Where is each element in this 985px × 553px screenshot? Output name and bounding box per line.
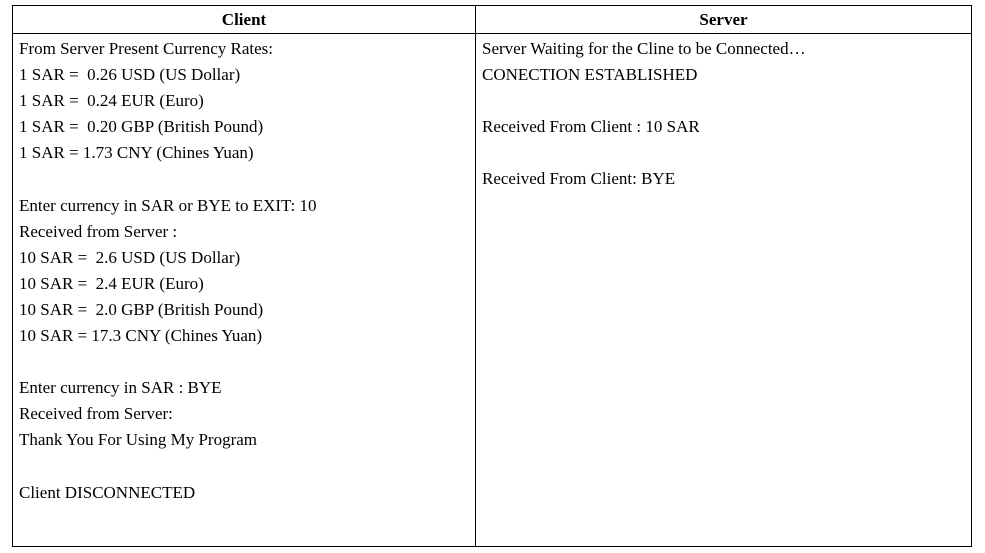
server-line: Server Waiting for the Cline to be Conne… — [482, 39, 806, 58]
server-header: Server — [475, 5, 972, 34]
server-line: Received From Client: BYE — [482, 169, 676, 189]
client-line: 1 SAR = 0.24 EUR (Euro) — [19, 91, 204, 111]
client-line: Enter currency in SAR or BYE to EXIT: 10 — [19, 195, 317, 215]
client-line: 1 SAR = 0.20 GBP (British Pound) — [19, 117, 264, 137]
client-line — [19, 166, 469, 192]
client-header: Client — [12, 5, 476, 34]
client-line: 10 SAR = 2.6 USD (US Dollar) — [19, 247, 241, 267]
client-line: Enter currency in SAR : BYE — [19, 378, 222, 398]
client-line — [19, 454, 469, 480]
client-line: 10 SAR = 17.3 CNY (Chines Yuan) — [19, 326, 263, 346]
server-line: CONECTION ESTABLISHED — [482, 65, 698, 85]
client-line: 1 SAR = 0.26 USD (US Dollar) — [19, 65, 241, 85]
client-line: From Server Present Currency Rates: — [19, 39, 273, 58]
server-line — [482, 140, 965, 166]
client-line: Client DISCONNECTED — [19, 482, 196, 502]
client-cell: From Server Present Currency Rates: 1 SA… — [12, 33, 476, 547]
client-line: Received from Server: — [19, 404, 173, 424]
client-line: Thank You For Using My Program — [19, 430, 258, 450]
header-row: Client Server — [12, 5, 972, 34]
server-line: Received From Client : 10 SAR — [482, 117, 700, 137]
client-line: 1 SAR = 1.73 CNY (Chines Yuan) — [19, 143, 254, 163]
client-line: 10 SAR = 2.4 EUR (Euro) — [19, 273, 204, 293]
server-line — [482, 88, 965, 114]
server-cell: Server Waiting for the Cline to be Conne… — [475, 33, 972, 547]
client-line: Received from Server : — [19, 221, 178, 241]
client-line: 10 SAR = 2.0 GBP (British Pound) — [19, 299, 264, 319]
client-line — [19, 349, 469, 375]
content-row: From Server Present Currency Rates: 1 SA… — [12, 33, 972, 547]
client-server-table: Client Server From Server Present Curren… — [12, 5, 972, 547]
